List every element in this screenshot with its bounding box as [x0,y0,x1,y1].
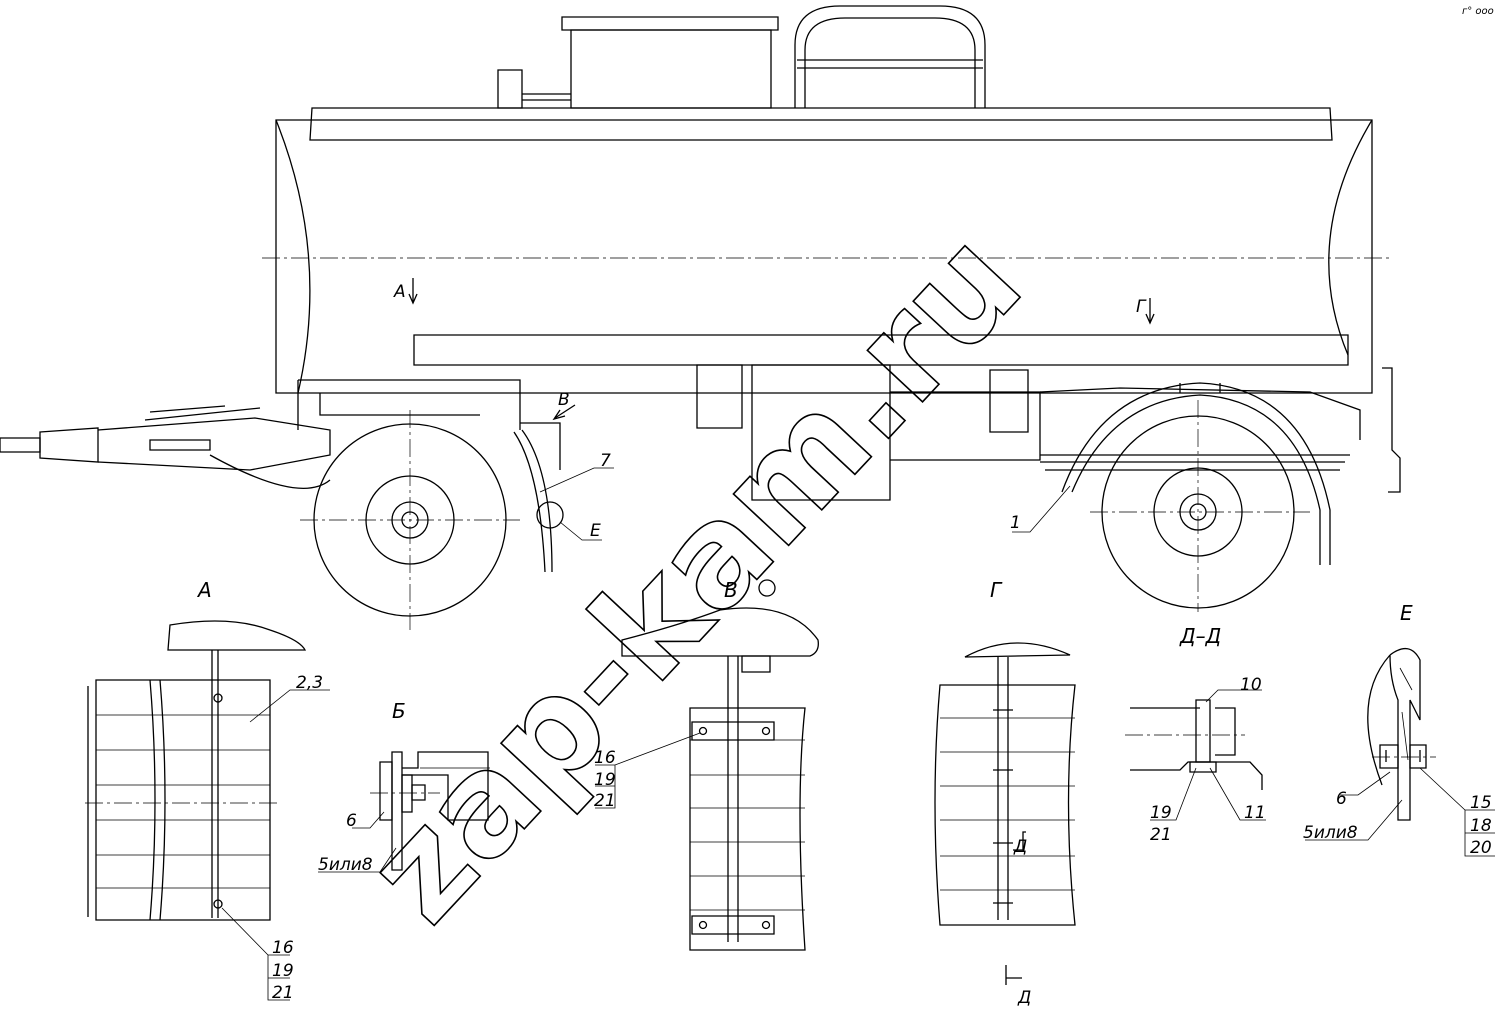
viewV-stack-2: 19 [594,770,616,790]
section-mark-g: Г [1136,297,1147,317]
corner-mark: г° ооо [1462,6,1494,17]
viewV-stack-1: 16 [594,748,616,768]
tanker-side-view [0,5,1401,630]
viewB-callout-6: 6 [346,811,357,831]
view-e [1305,648,1495,857]
view-b [318,751,490,873]
view-v [595,579,819,951]
view-g [934,642,1076,985]
callout-7: 7 [600,451,611,471]
viewDD-stack-1: 19 [1150,803,1172,823]
viewDD-callout-11: 11 [1244,803,1266,823]
viewDD-stack-2: 21 [1150,825,1172,845]
viewA-stack-3: 21 [272,983,294,1003]
view-d-d [1125,689,1266,821]
rear-mudguard [1061,382,1331,565]
view-title-b: Б [392,699,406,723]
viewE-stack-2: 18 [1470,816,1492,836]
viewV-stack-3: 21 [594,791,616,811]
watermark: zap-kam.ru [336,201,1052,952]
viewA-stack-2: 19 [272,961,294,981]
section-cut-label-bottom: Д [1017,988,1031,1008]
rear-wheel [1090,400,1310,612]
view-title-d-d: Д–Д [1179,624,1221,648]
view-title-e: Е [1400,601,1413,625]
viewE-callout-6: 6 [1336,789,1347,809]
view-title-a: А [196,578,212,602]
viewA-pos-2-3: 2,3 [296,673,323,693]
callout-e: Е [590,521,601,541]
section-mark-v: В [558,390,570,410]
front-wheel [300,410,520,630]
tank-body [275,119,1373,394]
viewB-callout-5or8: 5или8 [318,855,373,875]
callout-1: 1 [1010,513,1021,533]
viewE-stack-3: 20 [1470,838,1492,858]
viewG-cut-label: Д [1013,837,1027,857]
section-mark-a: А [393,282,406,302]
view-title-v: В [724,578,738,602]
view-title-g: Г [990,578,1003,602]
view-a [85,620,330,1001]
viewA-stack-1: 16 [272,938,294,958]
viewDD-callout-10: 10 [1240,675,1262,695]
viewE-stack-1: 15 [1470,793,1492,813]
viewE-callout-5or8: 5или8 [1303,823,1358,843]
